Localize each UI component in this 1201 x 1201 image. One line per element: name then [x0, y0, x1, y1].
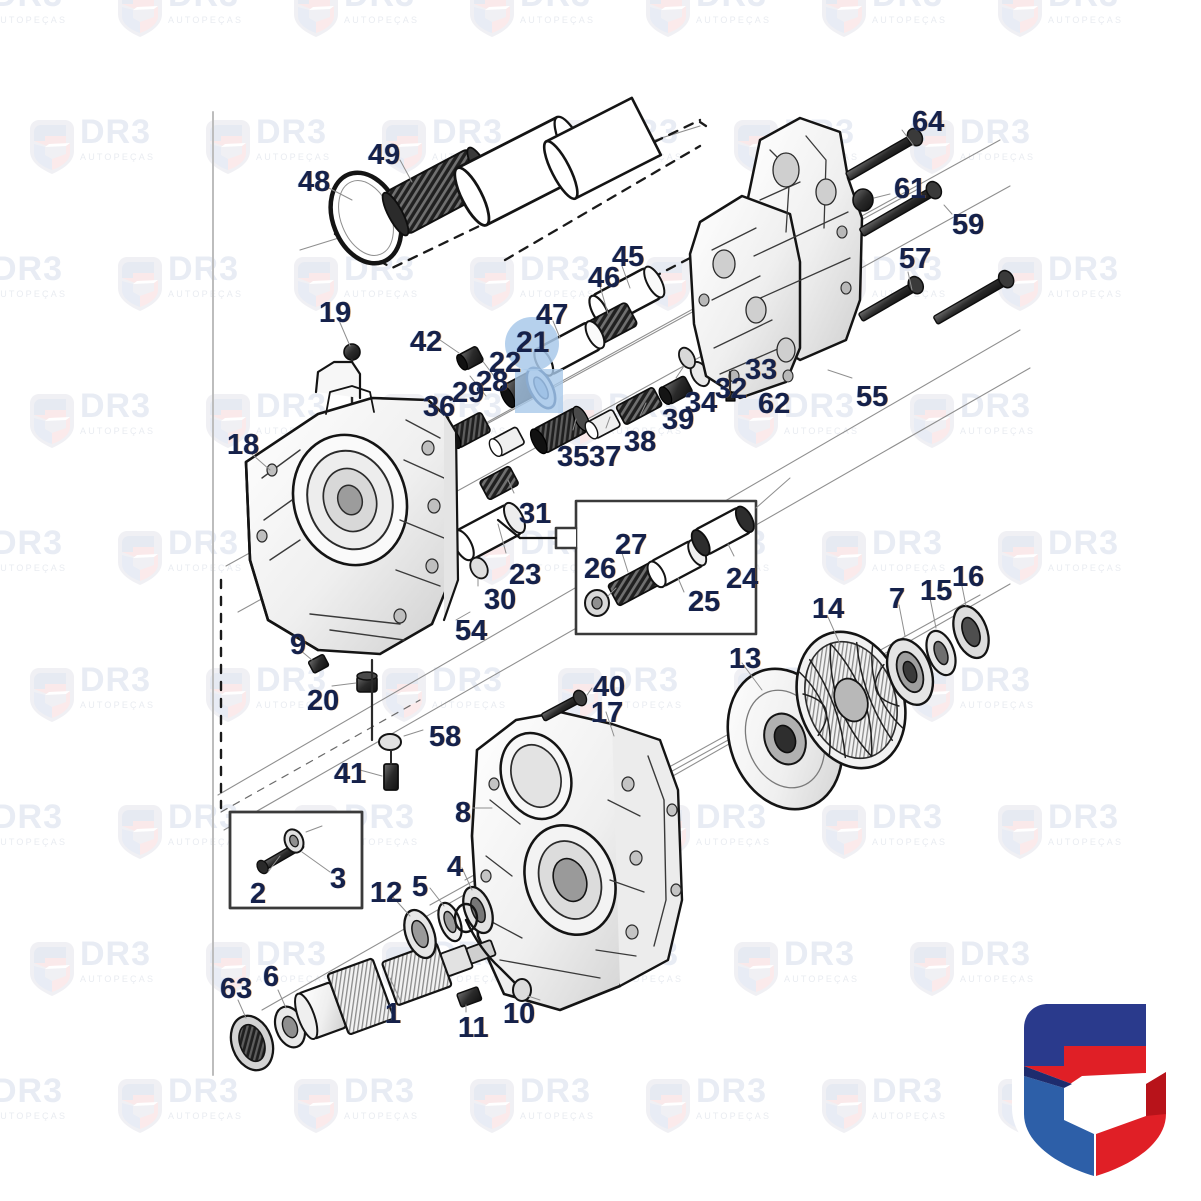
callout-number-11[interactable]: 11 [458, 1012, 489, 1044]
callout-number-17[interactable]: 17 [591, 697, 624, 729]
callout-number-8[interactable]: 8 [455, 797, 472, 829]
callout-number-57[interactable]: 57 [899, 243, 932, 275]
callout-number-21[interactable]: 21 [516, 326, 550, 359]
selected-part-highlight-box [515, 369, 563, 413]
callout-number-23[interactable]: 23 [509, 559, 542, 591]
callout-number-25[interactable]: 25 [688, 586, 721, 618]
callout-number-2[interactable]: 2 [250, 878, 267, 910]
callout-number-45[interactable]: 45 [612, 241, 645, 273]
callout-number-59[interactable]: 59 [952, 209, 985, 241]
callout-number-39[interactable]: 39 [662, 404, 695, 436]
selected-part-highlight-circle [505, 317, 559, 371]
callout-number-62[interactable]: 62 [758, 388, 791, 420]
callout-number-63[interactable]: 63 [220, 973, 253, 1005]
callout-number-47[interactable]: 47 [536, 299, 569, 331]
dr3-logo [1006, 988, 1188, 1188]
callout-number-6[interactable]: 6 [263, 961, 280, 993]
callout-number-26[interactable]: 26 [584, 553, 617, 585]
callout-number-34[interactable]: 34 [685, 387, 718, 419]
callout-number-49[interactable]: 49 [368, 139, 401, 171]
callout-number-1[interactable]: 1 [385, 998, 402, 1030]
callout-number-38[interactable]: 38 [624, 426, 657, 458]
callout-number-15[interactable]: 15 [920, 575, 953, 607]
callout-number-22[interactable]: 22 [489, 347, 522, 379]
callout-number-5[interactable]: 5 [412, 871, 429, 903]
callout-number-20[interactable]: 20 [307, 685, 340, 717]
callout-number-32[interactable]: 32 [715, 373, 748, 405]
callout-number-64[interactable]: 64 [912, 106, 945, 138]
callout-number-46[interactable]: 46 [588, 262, 621, 294]
callout-number-7[interactable]: 7 [889, 583, 906, 615]
callout-number-33[interactable]: 33 [745, 354, 778, 386]
callout-number-31[interactable]: 31 [519, 498, 552, 530]
callout-number-41[interactable]: 41 [334, 758, 367, 790]
callout-number-4[interactable]: 4 [447, 851, 464, 883]
callout-number-14[interactable]: 14 [812, 593, 845, 625]
callout-number-16[interactable]: 16 [952, 561, 985, 593]
callout-number-18[interactable]: 18 [227, 429, 260, 461]
callout-number-37[interactable]: 37 [589, 441, 622, 473]
callout-number-12[interactable]: 12 [370, 877, 403, 909]
callout-number-29[interactable]: 29 [452, 377, 485, 409]
callout-number-13[interactable]: 13 [729, 643, 762, 675]
callout-number-27[interactable]: 27 [615, 529, 648, 561]
callout-number-42[interactable]: 42 [410, 326, 443, 358]
callout-number-19[interactable]: 19 [319, 297, 352, 329]
callout-number-10[interactable]: 10 [503, 998, 536, 1030]
callout-number-36[interactable]: 36 [423, 391, 456, 423]
callout-number-54[interactable]: 54 [455, 615, 488, 647]
callout-number-28[interactable]: 28 [476, 366, 509, 398]
callout-number-48[interactable]: 48 [298, 166, 331, 198]
callout-number-3[interactable]: 3 [330, 863, 347, 895]
callout-number-35[interactable]: 35 [557, 441, 590, 473]
callout-number-55[interactable]: 55 [856, 381, 889, 413]
callout-number-61[interactable]: 61 [894, 173, 927, 205]
callout-number-24[interactable]: 24 [726, 563, 759, 595]
callout-number-58[interactable]: 58 [429, 721, 462, 753]
callout-number-9[interactable]: 9 [290, 629, 307, 661]
callout-number-30[interactable]: 30 [484, 584, 517, 616]
